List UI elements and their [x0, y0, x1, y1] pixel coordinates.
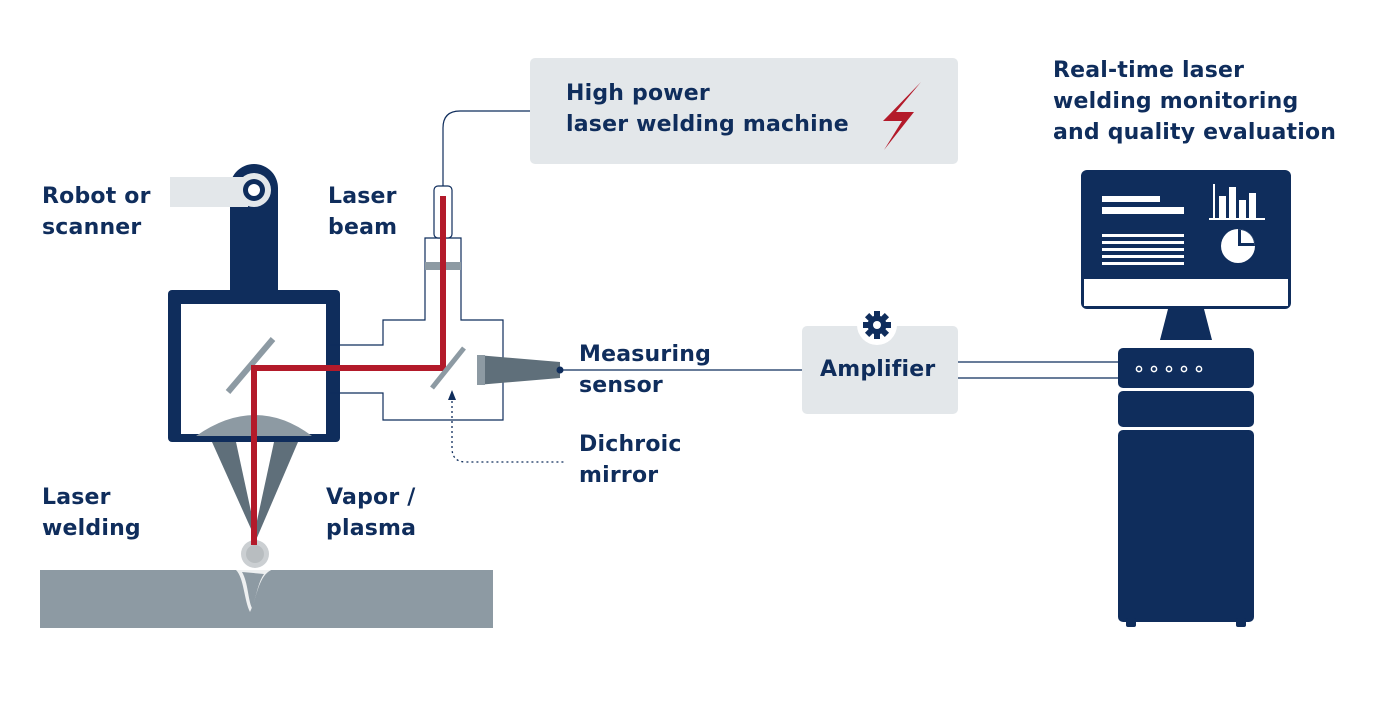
amplifier-box [802, 326, 958, 414]
gear-icon [857, 305, 897, 345]
label-monitoring: Real-time laser welding monitoring and q… [1053, 58, 1337, 145]
label-high-power-laser: High power laser welding machine [566, 81, 849, 137]
robot-arm-link [170, 177, 248, 207]
dichroic-mirror-element [430, 346, 466, 390]
dichroic-pointer [451, 396, 565, 463]
screen-content [1102, 184, 1265, 265]
computer-tower [1118, 348, 1254, 627]
monitor [1081, 170, 1291, 309]
monitor-stand [1160, 309, 1212, 340]
deflection-mirror [225, 337, 276, 394]
measuring-sensor-body [477, 355, 560, 385]
weld-keyhole-inner [242, 572, 264, 608]
tower-indicator-lights [1135, 365, 1203, 373]
laser-beam-path [251, 196, 446, 545]
lightning-icon [883, 82, 921, 150]
label-amplifier: Amplifier [820, 357, 936, 382]
label-dichroic-mirror: Dichroic mirror [579, 432, 682, 488]
laser-machine-box [530, 58, 958, 164]
label-robot-or-scanner: Robot or scanner [42, 184, 151, 240]
fiber-cable [442, 110, 530, 186]
pie-chart-icon [1221, 229, 1255, 263]
label-laser-beam: Laser beam [328, 184, 398, 240]
label-measuring-sensor: Measuring sensor [579, 342, 712, 398]
label-laser-welding: Laser welding [42, 485, 141, 541]
beam-path-housing [330, 237, 504, 421]
label-vapor-plasma: Vapor / plasma [326, 485, 417, 541]
workpiece [40, 570, 493, 628]
